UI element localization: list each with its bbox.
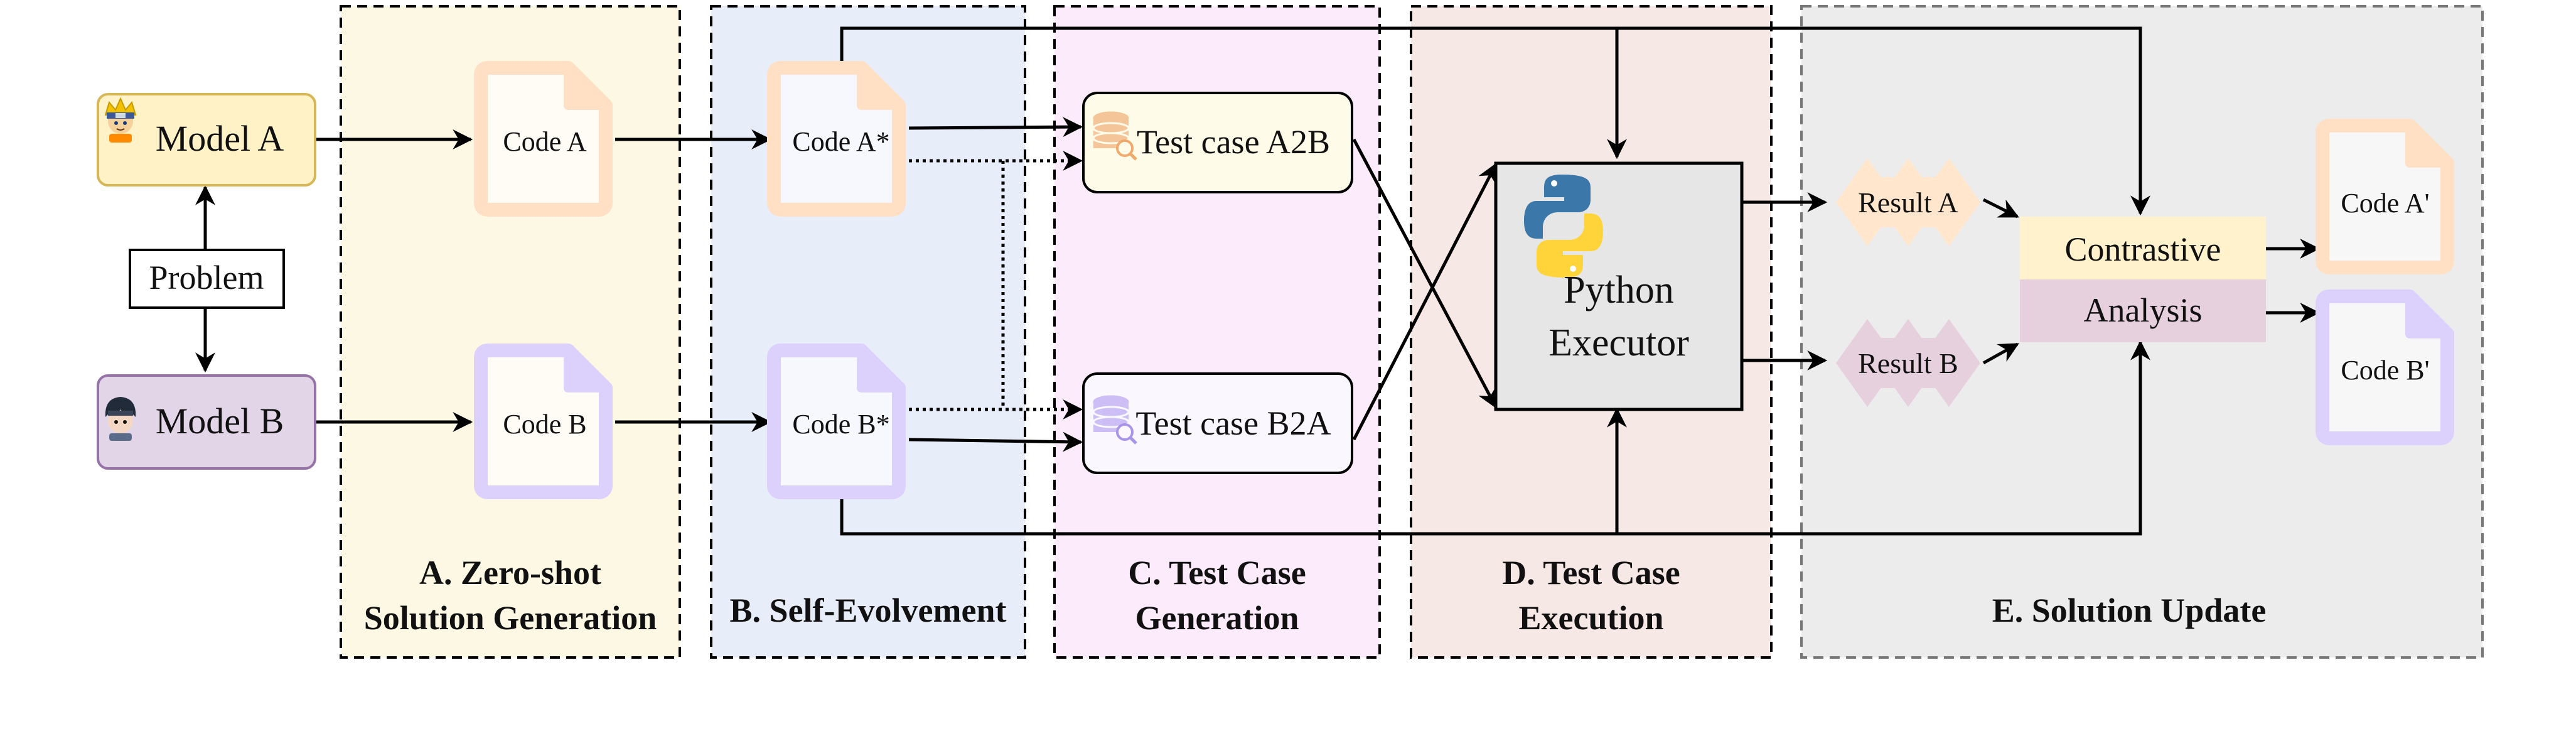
code-a-label: Code A (503, 126, 586, 157)
arrow-test-a2b-to-executor (1352, 138, 1498, 409)
test-case-a2b-box: Test case A2B (1082, 92, 1353, 193)
stage-c-title-line1: C. Test Case (1128, 554, 1306, 592)
database-search-icon (1092, 111, 1137, 161)
problem-box: Problem (129, 249, 285, 309)
arrow-code-a-star-loop-to-analysis (840, 26, 2150, 216)
result-a-label: Result A (1858, 187, 1958, 219)
model-b-label: Model B (156, 401, 284, 441)
model-a-label: Model A (156, 118, 284, 159)
code-b-star-label: Code B* (792, 409, 889, 440)
arrow-result-a-to-analysis (1982, 198, 2019, 219)
result-b-shape: Result B (1836, 319, 1980, 407)
stage-a-title-line1: A. Zero-shot (419, 554, 601, 592)
code-b-star-doc: Code B* (767, 343, 906, 499)
connectors (195, 26, 2321, 536)
stage-b-title: B. Self-Evolvement (730, 592, 1007, 629)
code-a-prime-label: Code A' (2341, 188, 2429, 219)
test-case-b2a-label: Test case B2A (1135, 404, 1331, 442)
model-b-box: Model B (97, 374, 316, 470)
code-a-star-label: Code A* (792, 126, 889, 157)
arrow-code-b-star-to-test-b2a (908, 431, 1083, 452)
executor-label-line1: Python (1564, 269, 1674, 311)
stage-a-title-line2: Solution Generation (364, 599, 657, 637)
python-executor-box: Python Executor (1494, 161, 1744, 411)
problem-label: Problem (149, 259, 264, 296)
stage-c-title-line2: Generation (1135, 599, 1299, 637)
result-b-label: Result B (1858, 347, 1958, 379)
model-a-box: Model A (97, 93, 316, 187)
test-case-b2a-box: Test case B2A (1082, 372, 1353, 474)
naruto-avatar-icon (104, 97, 137, 143)
code-b-doc: Code B (474, 343, 613, 499)
python-logo-icon (1524, 175, 1603, 278)
dotted-connectors (909, 151, 1083, 419)
executor-label-line2: Executor (1548, 322, 1689, 364)
arrow-code-a-star-to-test-a2b (908, 117, 1083, 138)
code-b-prime-label: Code B' (2341, 355, 2429, 386)
result-a-shape: Result A (1836, 158, 1980, 246)
arrow-code-b-star-loop-to-analysis (840, 340, 2150, 536)
stage-d-title-line1: D. Test Case (1502, 554, 1680, 592)
arrow-result-b-to-analysis (1982, 342, 2019, 365)
arrow-test-b2a-to-executor (1352, 163, 1498, 441)
code-b-label: Code B (503, 409, 586, 440)
contrastive-analysis-box: Contrastive Analysis (2020, 217, 2266, 342)
test-case-a2b-label: Test case A2B (1137, 123, 1330, 161)
code-a-doc: Code A (474, 61, 613, 217)
analysis-label: Analysis (2084, 291, 2203, 329)
code-a-prime-doc: Code A' (2316, 119, 2454, 274)
contrastive-label: Contrastive (2065, 230, 2221, 268)
stage-e-title: E. Solution Update (1992, 592, 2267, 629)
database-search-icon (1092, 395, 1137, 445)
code-a-star-doc: Code A* (767, 61, 906, 217)
code-b-prime-doc: Code B' (2316, 289, 2454, 445)
stage-d-title-line2: Execution (1518, 599, 1663, 637)
sasuke-avatar-icon (105, 397, 136, 441)
